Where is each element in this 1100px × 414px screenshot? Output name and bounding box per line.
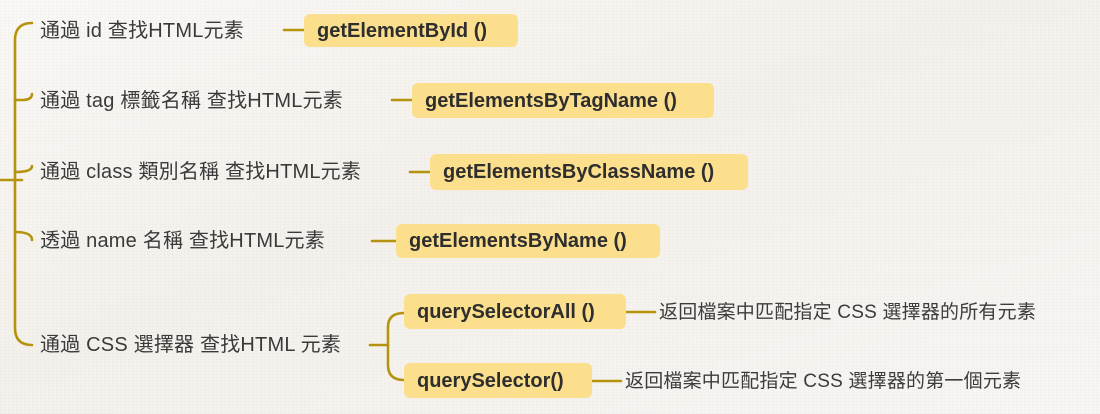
method-badge-get-element-by-id[interactable]: getElementById () [304,14,518,47]
branch-stub-by-tag [13,92,34,102]
method-badge-query-selector[interactable]: querySelector() [404,363,592,398]
description-query-selector: 返回檔案中匹配指定 CSS 選擇器的第一個元素 [625,371,1022,392]
branch-label-by-id[interactable]: 通過 id 查找HTML元素 [40,20,244,42]
branch-stub-by-class [13,164,34,174]
method-badge-get-elements-by-name[interactable]: getElementsByName () [396,224,660,258]
branch-stub-by-name [13,230,34,242]
method-badge-get-elements-by-tag-name[interactable]: getElementsByTagName () [412,83,714,118]
branch-label-by-tag[interactable]: 通過 tag 標籤名稱 查找HTML元素 [40,90,343,112]
main-trunk-path [13,21,34,347]
branch-label-by-css[interactable]: 通過 CSS 選擇器 查找HTML 元素 [40,334,342,356]
method-badge-get-elements-by-class-name[interactable]: getElementsByClassName () [430,154,748,190]
branch-label-by-name[interactable]: 透過 name 名稱 查找HTML元素 [40,230,325,252]
description-query-selector-all: 返回檔案中匹配指定 CSS 選擇器的所有元素 [659,302,1037,323]
method-badge-query-selector-all[interactable]: querySelectorAll () [404,294,626,329]
css-sub-bracket-path [386,311,406,382]
branch-label-by-class[interactable]: 通過 class 類別名稱 查找HTML元素 [40,161,362,183]
